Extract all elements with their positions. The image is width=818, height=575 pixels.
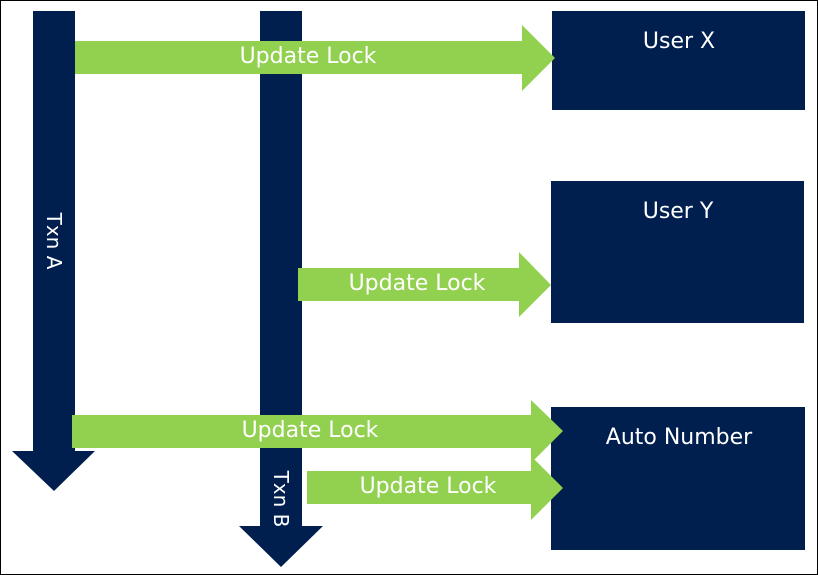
lock-arrow-txn-a-user-x bbox=[75, 25, 555, 91]
user-x-label: User X bbox=[642, 29, 716, 54]
user-y-label: User Y bbox=[642, 199, 714, 224]
lock-arrow-label: Update Lock bbox=[359, 474, 497, 499]
lock-arrow-label: Update Lock bbox=[348, 271, 486, 296]
user-y-box bbox=[551, 181, 804, 323]
lock-arrow-txn-b-auto-number bbox=[307, 456, 563, 520]
txn-b-label: Txn B bbox=[269, 470, 293, 528]
lock-arrow-txn-a-auto-number bbox=[72, 400, 563, 463]
auto-number-box bbox=[551, 407, 805, 550]
auto-number-label: Auto Number bbox=[605, 425, 753, 450]
lock-arrow-label: Update Lock bbox=[241, 418, 379, 443]
lock-arrow-label: Update Lock bbox=[239, 44, 377, 69]
user-x-box bbox=[552, 11, 805, 110]
txn-a-label: Txn A bbox=[42, 212, 66, 270]
lock-arrow-txn-b-user-y bbox=[298, 252, 551, 317]
txn-a-timeline-arrow bbox=[12, 11, 95, 491]
